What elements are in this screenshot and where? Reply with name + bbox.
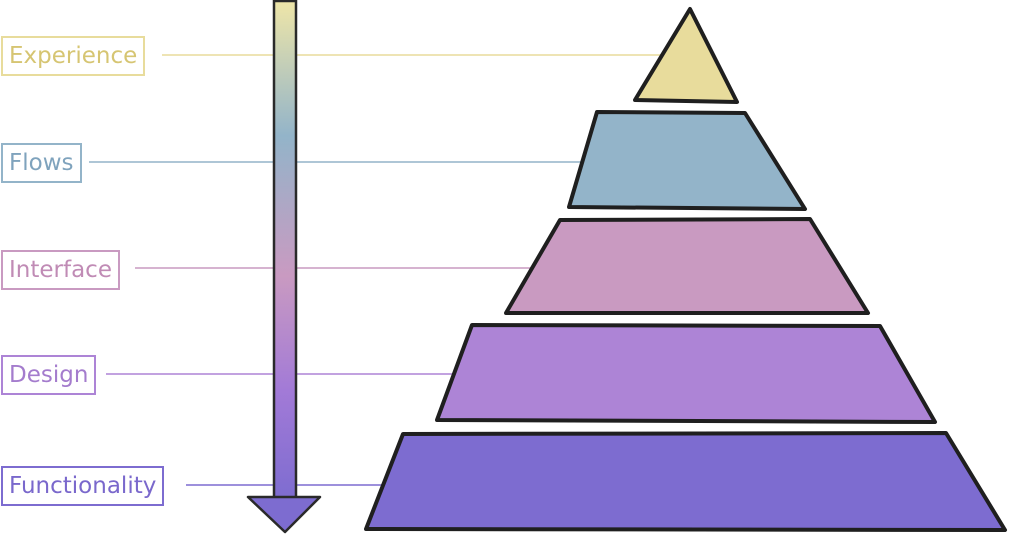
- layer-label-interface: Interface: [1, 250, 120, 290]
- arrow-shaft: [272, 0, 298, 503]
- pyramid-layer-interface: [504, 217, 870, 315]
- pyramid-layer-functionality: [364, 431, 1007, 532]
- down-arrow: [246, 0, 322, 534]
- layer-label-design: Design: [1, 355, 97, 395]
- layer-label-experience: Experience: [1, 36, 146, 76]
- pyramid-layer-design: [435, 323, 937, 424]
- pyramid-layer-flows: [567, 110, 807, 211]
- arrow-head: [246, 495, 322, 534]
- layer-label-functionality: Functionality: [1, 466, 165, 506]
- layer-label-flows: Flows: [1, 143, 82, 183]
- pyramid-layer-experience: [633, 7, 739, 104]
